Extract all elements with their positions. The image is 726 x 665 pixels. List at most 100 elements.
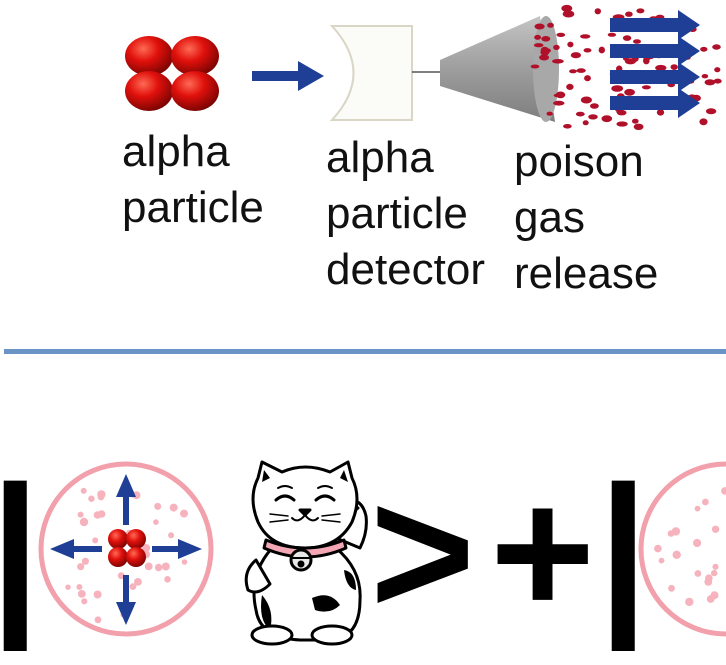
label-line: gas (514, 193, 585, 242)
gas-particle (699, 118, 708, 126)
label-alpha-particle: alpha particle (122, 124, 264, 236)
gas-particle (655, 64, 667, 71)
gas-particle (566, 83, 574, 90)
gas-particle (633, 123, 644, 130)
atom-dot (180, 509, 188, 518)
gas-particle (567, 41, 574, 48)
atom-dot (134, 578, 142, 586)
label-line: particle (122, 183, 264, 232)
ket-open-right: | (598, 449, 649, 650)
label-line: poison (514, 137, 644, 186)
radiation-arrows (50, 474, 202, 625)
atom-dot (80, 487, 87, 494)
gas-particle (556, 32, 566, 38)
atom-dot (710, 591, 719, 600)
gas-particle (701, 74, 709, 79)
gas-particle (641, 85, 651, 90)
arrow-right-icon (252, 61, 324, 91)
atom-dot (117, 572, 125, 580)
gas-cloud-icon (530, 4, 722, 130)
panel-divider (4, 349, 726, 354)
gas-particle (616, 121, 628, 127)
gas-particle (594, 8, 601, 15)
ket-open-left: | (0, 449, 41, 650)
atom-dot (154, 563, 163, 572)
atom-dot (658, 557, 665, 564)
gas-arrow-icon (610, 88, 700, 118)
atom-dot (88, 495, 95, 502)
atom-dot (672, 550, 681, 559)
gas-particle (563, 124, 572, 129)
gas-particle (575, 111, 585, 117)
gas-particle (714, 67, 721, 73)
atom-dot (97, 510, 106, 518)
atom-dot (77, 511, 84, 518)
atom-dot (164, 576, 171, 583)
atom-dot (721, 487, 726, 495)
gas-particle (530, 64, 540, 69)
label-line: detector (326, 245, 485, 294)
gas-particle (540, 46, 549, 54)
atom-dot (76, 584, 83, 590)
atom-dot (154, 502, 162, 510)
gas-particle (700, 46, 708, 52)
gas-particle (553, 100, 565, 106)
gas-particle (561, 4, 573, 12)
gas-particle (539, 54, 550, 61)
atom-dot (711, 525, 720, 533)
gas-particle (624, 88, 635, 96)
atom-dot (712, 563, 719, 570)
gas-particle (583, 48, 592, 53)
gas-particle (713, 78, 722, 84)
label-line: alpha (122, 127, 230, 176)
gas-particle (541, 36, 551, 42)
atom-dot (685, 597, 694, 607)
gas-particle (555, 91, 566, 99)
atom-dot (693, 538, 702, 548)
atom-dot (168, 532, 175, 539)
atom-dot (93, 590, 102, 599)
atom-dot (97, 493, 105, 501)
atom-dot (79, 517, 89, 527)
gas-particle (553, 44, 560, 51)
gas-particle (546, 111, 553, 116)
gas-arrow-icon (610, 36, 700, 66)
atom-dot (129, 583, 137, 590)
atom-dot (144, 562, 153, 571)
label-line: particle (326, 189, 468, 238)
gas-particle (624, 58, 637, 65)
gas-particle (534, 34, 541, 40)
gas-particle (656, 109, 665, 116)
atom-dot (81, 557, 89, 565)
gas-particle (576, 68, 586, 73)
gas-particle (607, 32, 617, 37)
gas-particle (533, 43, 544, 48)
lucky-cat-icon (244, 460, 368, 646)
label-poison-gas-release: poison gas release (514, 134, 658, 302)
atom-dot (94, 616, 102, 624)
gas-particle (547, 22, 554, 28)
atom-dot (702, 498, 709, 506)
gas-particle (534, 23, 545, 30)
atom-dot (153, 519, 159, 525)
atom-dot (694, 570, 702, 577)
gas-particle (632, 118, 639, 124)
gas-particle (588, 114, 598, 120)
atom-dot (711, 569, 718, 577)
gas-particle (643, 57, 650, 65)
alpha-particle-icon (125, 36, 219, 111)
atom-dot (181, 559, 188, 565)
atom-dot (77, 590, 86, 598)
decaying-atom-icon (38, 461, 214, 637)
gas-particle (616, 109, 625, 114)
label-line: release (514, 249, 659, 298)
gas-arrow-icon (610, 62, 700, 92)
atom-dot (65, 584, 71, 590)
gas-particle (590, 103, 599, 109)
gas-particle (601, 115, 613, 123)
atom-dot (671, 527, 681, 536)
gas-particle (569, 69, 577, 74)
gas-particle (712, 44, 721, 50)
gas-particle (636, 8, 645, 14)
